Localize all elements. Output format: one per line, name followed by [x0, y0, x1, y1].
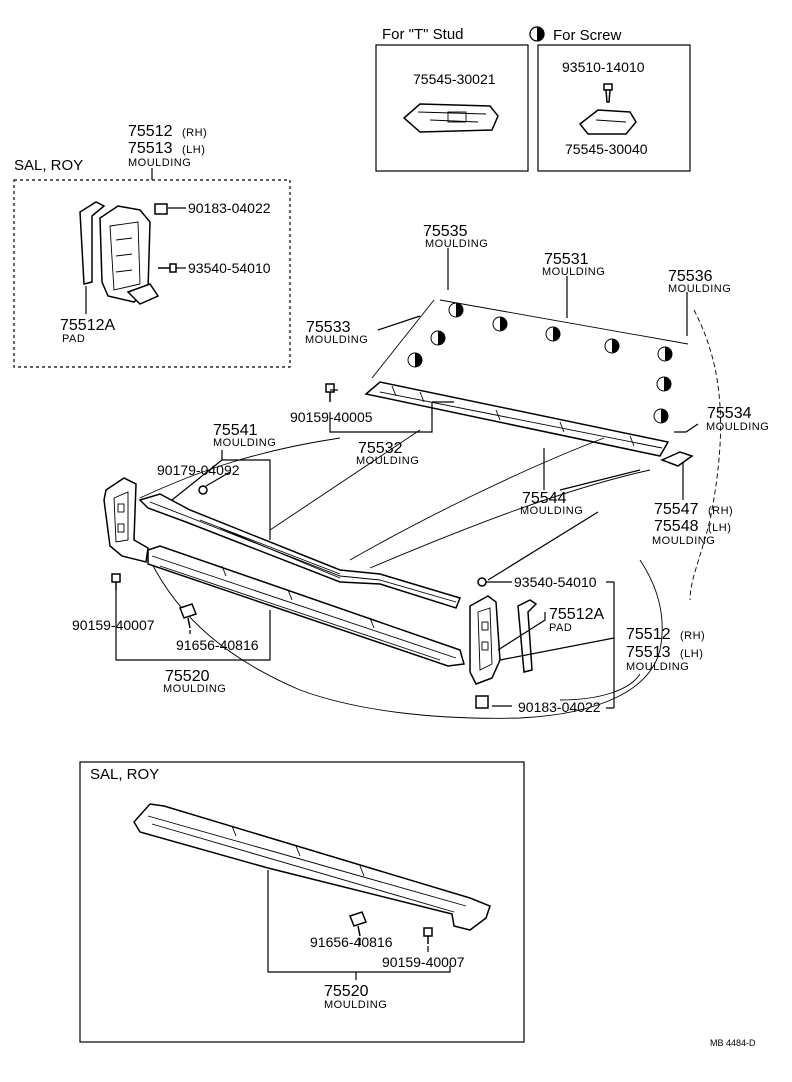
part-93540-54010: 93540-54010	[514, 574, 597, 590]
windshield-assembly	[325, 288, 700, 467]
leader-lines	[115, 248, 699, 709]
part-75513: 75513	[626, 644, 671, 661]
part-91656-40816: 91656-40816	[176, 637, 259, 653]
lower-moulding-icon	[133, 803, 491, 931]
sal-roy-upper-group: SAL, ROY 75512 (RH) 75513 (LH) MOULDING …	[13, 123, 291, 368]
nut-90183-icon	[475, 695, 489, 709]
nut-90179-icon	[198, 485, 208, 495]
moulding-75544: MOULDING	[520, 505, 583, 517]
inset-screw-frame	[537, 44, 691, 172]
moulding-75535: MOULDING	[425, 238, 488, 250]
part-91656-40816-lower: 91656-40816	[310, 934, 393, 950]
screw-icon-lower	[423, 927, 433, 944]
inset-screw-title: For Screw	[553, 27, 622, 44]
part-90159-40005: 90159-40005	[290, 409, 373, 425]
sal-roy-lower-header: SAL, ROY	[90, 766, 159, 783]
part-75520: 75520	[165, 668, 210, 685]
corner-moulding-icon	[99, 205, 160, 305]
moulding-75531: MOULDING	[542, 266, 605, 278]
part-75512-upper: 75512	[128, 123, 173, 140]
part-75536: 75536	[668, 268, 713, 285]
part-93510-14010: 93510-14010	[562, 59, 645, 75]
main-labels: 75535 MOULDING 75531 MOULDING 75536 MOUL…	[72, 223, 769, 715]
end-moulding-75547	[660, 451, 694, 467]
screw-icon	[603, 83, 613, 103]
left-corner-bracket	[103, 477, 149, 563]
part-75531: 75531	[544, 251, 589, 268]
screw-90159-40007-icon	[111, 573, 121, 590]
part-90183-04022-upper: 90183-04022	[188, 200, 271, 216]
part-75512A: 75512A	[549, 606, 604, 623]
part-90159-40007-lower: 90159-40007	[382, 954, 465, 970]
half-circle-fill	[537, 27, 544, 41]
part-75548: 75548	[654, 518, 699, 535]
rh-tag-75512: (RH)	[680, 630, 705, 642]
screw-93540-icon	[477, 577, 487, 587]
part-75512A-upper: 75512A	[60, 317, 115, 334]
sal-roy-upper-header: SAL, ROY	[14, 157, 83, 174]
moulding-75534: MOULDING	[706, 421, 769, 433]
moulding-75536: MOULDING	[668, 283, 731, 295]
lh-tag-75548: (LH)	[708, 522, 731, 534]
car-body-outline	[139, 309, 721, 719]
hood-moulding-75541	[138, 493, 462, 609]
bolt-icon-lower	[349, 911, 367, 937]
moulding-75533: MOULDING	[305, 334, 368, 346]
part-90179-04092: 90179-04092	[157, 462, 240, 478]
lh-tag-75513: (LH)	[680, 648, 703, 660]
part-75512: 75512	[626, 626, 671, 643]
part-75547: 75547	[654, 501, 699, 518]
rh-tag-75547: (RH)	[708, 505, 733, 517]
nut-icon	[154, 203, 168, 215]
moulding-75532: MOULDING	[356, 455, 419, 467]
moulding-75548: MOULDING	[652, 535, 715, 547]
right-pad-75512A	[517, 599, 538, 673]
right-corner-bracket	[469, 595, 501, 685]
pad-strip-icon	[79, 201, 106, 285]
bumper-moulding-75520	[147, 545, 465, 667]
part-75533: 75533	[306, 319, 351, 336]
t-stud-clip-icon	[402, 103, 499, 133]
part-90159-40007: 90159-40007	[72, 617, 155, 633]
rh-tag: (RH)	[182, 127, 207, 139]
part-75545-30021: 75545-30021	[413, 71, 496, 87]
inset-t-stud-title: For "T" Stud	[382, 26, 464, 43]
part-75520-lower: 75520	[324, 983, 369, 1000]
screw-icon-upper	[158, 263, 177, 273]
part-75535: 75535	[423, 223, 468, 240]
screw-clip-icon	[578, 109, 637, 135]
inset-screw: For Screw 93510-14010 75545-30040	[529, 26, 691, 172]
diagram-code: MB 4484-D	[710, 1038, 756, 1048]
moulding-label-upper: MOULDING	[128, 157, 191, 169]
inset-t-stud-frame	[375, 44, 529, 172]
sal-roy-lower-group: SAL, ROY 91656-40816 90159-40007 75520 M…	[79, 761, 525, 1043]
moulding-75520: MOULDING	[163, 683, 226, 695]
pad-label-upper: PAD	[62, 333, 85, 345]
part-93540-54010-upper: 93540-54010	[188, 260, 271, 276]
screw-markers	[407, 302, 673, 424]
bolt-91656-icon	[179, 603, 197, 629]
part-75532: 75532	[358, 440, 403, 457]
part-75545-30040: 75545-30040	[565, 141, 648, 157]
fastener-icons	[111, 485, 489, 709]
part-75534: 75534	[707, 405, 752, 422]
pad-75512A: PAD	[549, 622, 572, 634]
inset-t-stud: For "T" Stud 75545-30021	[375, 26, 529, 172]
screw-90159-40005-icon	[325, 383, 335, 402]
moulding-7551x: MOULDING	[626, 661, 689, 673]
part-75544: 75544	[522, 490, 567, 507]
part-75541: 75541	[213, 422, 258, 439]
part-75513-upper: 75513	[128, 140, 173, 157]
lh-tag: (LH)	[182, 144, 205, 156]
sal-roy-lower-frame	[79, 761, 525, 1043]
moulding-75520-lower: MOULDING	[324, 999, 387, 1011]
part-90183-04022: 90183-04022	[518, 699, 601, 715]
moulding-75541: MOULDING	[213, 437, 276, 449]
